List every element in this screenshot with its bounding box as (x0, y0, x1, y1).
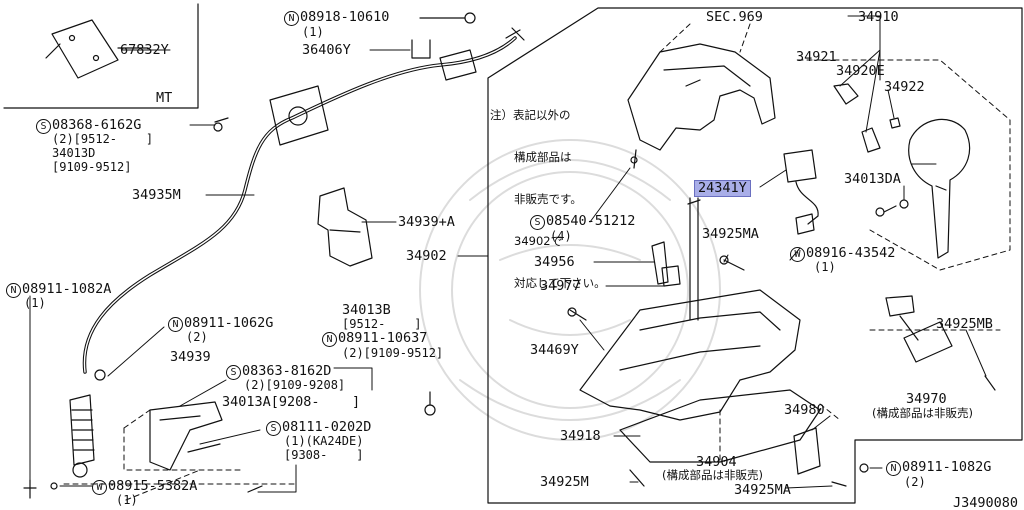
callout-08540-qty: (4) (550, 229, 572, 243)
diagram-code: J3490080 (953, 495, 1019, 510)
callout-08918-qty: (1) (302, 25, 324, 39)
control-cable-drawing (69, 27, 525, 478)
screw-34013da-drawing (875, 199, 909, 217)
callout-67832y[interactable]: 67832Y (120, 42, 169, 58)
callout-08915-qty: (1) (116, 493, 138, 507)
japanese-note: 注）表記以外の 構成部品は 非販売です。 34902で 対応して下さい。 (490, 108, 606, 290)
callout-08911-10637-note: (2)[9109-9512] (342, 346, 444, 360)
callout-34939a[interactable]: 34939+A (398, 214, 455, 230)
spring-34922-drawing (889, 117, 901, 129)
bracket-34939-drawing (149, 401, 223, 471)
callout-34918[interactable]: 34918 (560, 428, 601, 444)
button-34921-drawing (833, 83, 859, 105)
assembly-frame (487, 7, 1023, 504)
callout-34956[interactable]: 34956 (534, 254, 575, 270)
callout-08368-note-1: (2)[9512- ] (52, 132, 154, 146)
callout-08911-1062g-qty: (2) (186, 330, 208, 344)
selector-34970-drawing (885, 295, 953, 363)
watermark-emblem (419, 139, 721, 441)
badge-w: W (92, 480, 107, 495)
callout-34013b-note: [9512- ] (342, 317, 422, 331)
callout-34970[interactable]: 34970 (906, 391, 947, 407)
callout-sec969[interactable]: SEC.969 (706, 9, 763, 25)
indicator-34980-drawing (793, 427, 821, 475)
callout-34013a[interactable]: 34013A[9208- ] (222, 394, 361, 410)
callout-34921[interactable]: 34921 (796, 49, 837, 65)
callout-08111-note-2: [9308- ] (284, 448, 364, 462)
wiring-harness-drawing (783, 149, 819, 235)
mt-inset-frame (3, 3, 199, 109)
callout-08911-1082a-qty: (1) (24, 296, 46, 310)
badge-s: S (226, 365, 241, 380)
part-34920e-drawing (861, 127, 881, 153)
dashed-guides-right (719, 329, 1001, 461)
bracket-34939a-drawing (317, 187, 373, 267)
callout-08368-note-2[interactable]: 34013D (52, 146, 96, 160)
leader-lines (29, 15, 987, 493)
callout-34469y[interactable]: 34469Y (530, 342, 579, 358)
mt-label: MT (156, 90, 173, 106)
badge-n: N (322, 332, 337, 347)
badge-w: W (790, 247, 805, 262)
callout-36406y[interactable]: 36406Y (302, 42, 351, 58)
sec969-dashed (659, 23, 751, 53)
callout-08111-note-1: (1)(KA24DE) (284, 434, 364, 448)
badge-n: N (886, 461, 901, 476)
badge-s: S (36, 119, 51, 134)
badge-s: S (530, 215, 545, 230)
bracket-67832y-drawing (45, 19, 149, 79)
callout-34980[interactable]: 34980 (784, 402, 825, 418)
shift-knob-drawing (908, 118, 971, 259)
shift-base-drawing (579, 289, 801, 421)
callout-34977[interactable]: 34977 (540, 278, 581, 294)
callout-34970-note: (構成部品は非販売) (872, 406, 973, 420)
part-34977 (661, 265, 681, 287)
knob-dashed-box (797, 59, 1011, 271)
callout-34013da[interactable]: 34013DA (844, 171, 901, 187)
callout-34013b[interactable]: 34013B (342, 302, 391, 318)
callout-34925ma-upper[interactable]: 34925MA (702, 226, 759, 242)
fasteners-left (23, 117, 436, 499)
callout-34902[interactable]: 34902 (406, 248, 447, 264)
nut-08918-drawing (464, 12, 476, 24)
console-finisher-drawing (627, 43, 776, 151)
clip-36406y-drawing (411, 39, 431, 59)
callout-34904-note: (構成部品は非販売) (662, 468, 763, 482)
callout-34910[interactable]: 34910 (858, 9, 899, 25)
callout-34904[interactable]: 34904 (696, 454, 737, 470)
callout-34925m-lower[interactable]: 34925M (540, 474, 589, 490)
base-plate-34918 (619, 389, 821, 463)
callout-34920e[interactable]: 34920E (836, 63, 885, 79)
callout-34922[interactable]: 34922 (884, 79, 925, 95)
badge-n: N (284, 11, 299, 26)
cable-lever-34956 (651, 241, 669, 285)
callout-34939[interactable]: 34939 (170, 349, 211, 365)
callout-34935m[interactable]: 34935M (132, 187, 181, 203)
callout-08363-note: (2)[9109-9208] (244, 378, 346, 392)
callout-24341y-highlight[interactable]: 24341Y (694, 180, 751, 197)
badge-n: N (168, 317, 183, 332)
selector-lever-drawing (630, 149, 701, 321)
badge-s: S (266, 421, 281, 436)
badge-n: N (6, 283, 21, 298)
callout-08368-note-3: [9109-9512] (52, 160, 132, 174)
fasteners-right (567, 255, 996, 487)
callout-08916-qty: (1) (814, 260, 836, 274)
callout-08911-1082g-qty: (2) (904, 475, 926, 489)
callout-34925ma-lower[interactable]: 34925MA (734, 482, 791, 498)
callout-34925mb[interactable]: 34925MB (936, 316, 993, 332)
